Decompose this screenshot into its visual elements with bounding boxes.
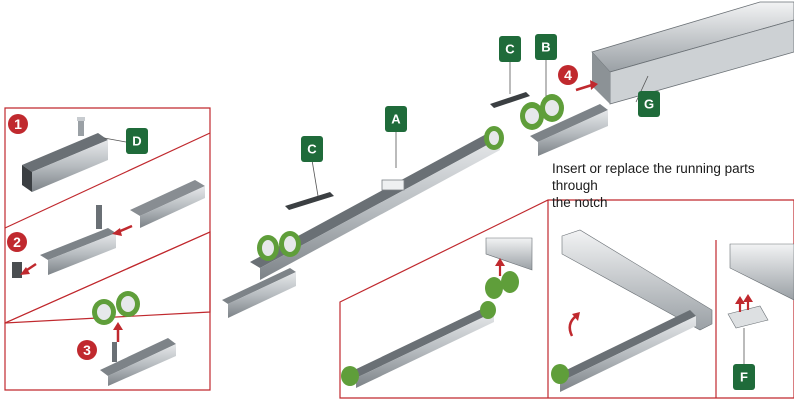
carriage-part <box>92 291 176 386</box>
badge-g: G <box>638 91 660 117</box>
badge-d: D <box>126 128 148 154</box>
badge-b-label: B <box>541 40 550 55</box>
badge-c-left-label: C <box>307 142 317 157</box>
badge-c-top: C <box>499 36 521 62</box>
badge-a: A <box>385 106 407 132</box>
badge-c-top-label: C <box>505 42 515 57</box>
insert-illustration-3 <box>727 243 794 329</box>
step-1-label: 1 <box>14 116 22 132</box>
step-2: 2 <box>7 232 27 252</box>
badge-a-label: A <box>391 112 401 127</box>
clip-part-top <box>490 92 530 108</box>
badge-b: B <box>535 34 557 60</box>
instruction-caption: Insert or replace the running parts thro… <box>552 160 792 211</box>
rail-g-part <box>591 1 794 105</box>
badge-g-label: G <box>644 97 654 112</box>
insert-panel <box>339 199 794 399</box>
arrows <box>20 80 753 342</box>
caption-line-1: Insert or replace the running parts thro… <box>552 161 755 193</box>
main-track-part <box>222 126 504 318</box>
step-3: 3 <box>77 340 97 360</box>
insert-illustration-2 <box>551 229 713 392</box>
end-cap-part <box>22 117 108 192</box>
badge-f-label: F <box>740 370 748 385</box>
step-4: 4 <box>558 65 578 85</box>
steps-panel <box>4 107 211 391</box>
step-3-label: 3 <box>83 342 91 358</box>
clip-part <box>285 192 334 210</box>
badge-d-label: D <box>132 134 141 149</box>
badge-c-left: C <box>301 136 323 162</box>
caption-line-2: the notch <box>552 195 608 210</box>
step-1: 1 <box>8 114 28 134</box>
rail-section-part <box>12 180 205 278</box>
step-2-label: 2 <box>13 234 21 250</box>
step-4-label: 4 <box>564 67 572 83</box>
badge-f: F <box>733 364 755 390</box>
insert-illustration-1 <box>341 237 533 388</box>
carriage-b-part <box>520 94 608 156</box>
